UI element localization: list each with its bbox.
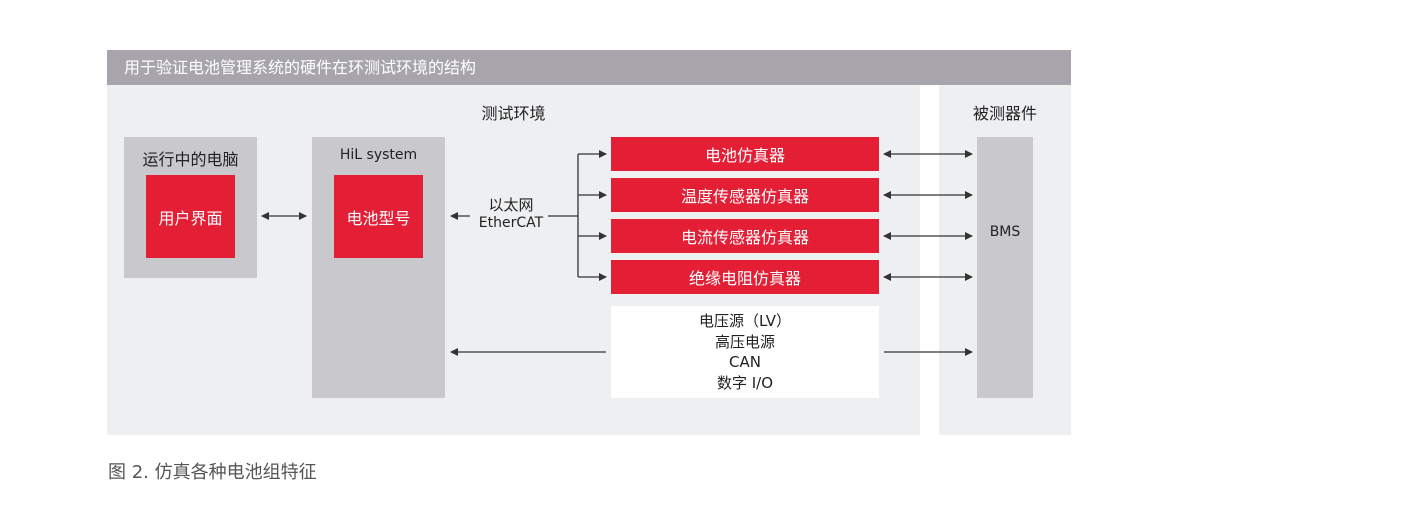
current-sensor-simulator-box: 电流传感器仿真器 bbox=[611, 219, 879, 253]
temperature-sensor-simulator-box: 温度传感器仿真器 bbox=[611, 178, 879, 212]
power-io-box: 电压源（LV） 高压电源 CAN 数字 I/O bbox=[611, 306, 879, 398]
ethercat-label: EtherCAT bbox=[478, 215, 544, 231]
hil-system-title: HiL system bbox=[339, 147, 418, 163]
io-line-can: CAN bbox=[729, 353, 761, 371]
battery-simulator-box: 电池仿真器 bbox=[611, 137, 879, 171]
user-interface-box: 用户界面 bbox=[146, 175, 235, 258]
bms-label: BMS bbox=[989, 224, 1021, 240]
battery-model-box: 电池型号 bbox=[334, 175, 423, 258]
dut-title: 被测器件 bbox=[972, 104, 1037, 123]
bms-box bbox=[977, 137, 1033, 398]
computer-title: 运行中的电脑 bbox=[142, 150, 239, 169]
figure-caption: 图 2. 仿真各种电池组特征 bbox=[108, 462, 317, 483]
io-line-lv-source: 电压源（LV） bbox=[699, 312, 791, 330]
diagram-header: 用于验证电池管理系统的硬件在环测试环境的结构 bbox=[107, 50, 1071, 85]
io-line-digital-io: 数字 I/O bbox=[716, 373, 774, 392]
test-environment-title: 测试环境 bbox=[481, 104, 546, 123]
insulation-resistance-simulator-box: 绝缘电阻仿真器 bbox=[611, 260, 879, 294]
ethernet-label: 以太网 bbox=[488, 196, 534, 214]
io-line-hv-supply: 高压电源 bbox=[714, 332, 775, 351]
